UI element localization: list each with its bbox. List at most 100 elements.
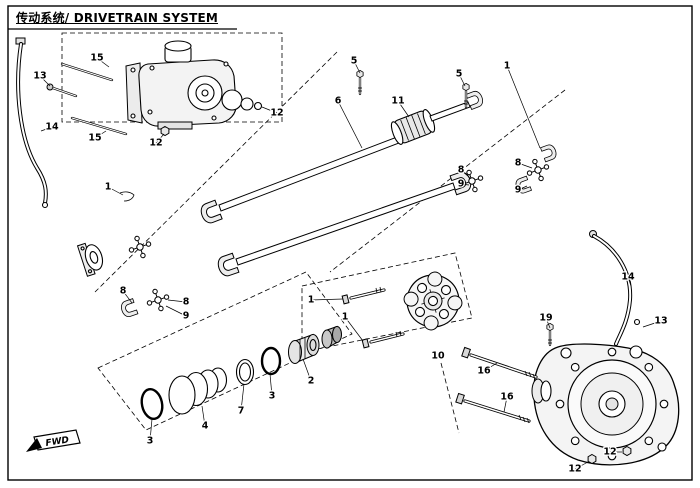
callout-leader (39, 75, 51, 87)
part-callout-15: 15 (90, 53, 103, 64)
callout-leader (269, 373, 273, 397)
callout-leader (574, 461, 589, 470)
stud-bolt (46, 62, 128, 136)
small-bolts (356, 70, 554, 347)
part-callout-9: 9 (458, 179, 465, 190)
gearcase-bolts (455, 346, 538, 424)
yoke (540, 142, 559, 163)
part-callout-1: 1 (342, 312, 349, 323)
nut (160, 126, 170, 136)
gearbox-plate (125, 62, 143, 124)
u-joint-spider (143, 285, 173, 315)
callout-leader (167, 299, 187, 303)
page-border (7, 5, 693, 481)
drive-flange (403, 271, 463, 331)
part-callout-8: 8 (183, 297, 190, 308)
callout-leader (460, 183, 470, 186)
flange-boundary (301, 252, 473, 353)
callout-leader (460, 169, 471, 179)
part-callout-9: 9 (183, 311, 190, 322)
part-callout-16: 16 (477, 366, 491, 377)
callout-leader (149, 418, 153, 442)
callout-leader (517, 185, 528, 191)
callout-leader (458, 73, 466, 87)
part-callout-13: 13 (654, 316, 667, 327)
flange-bolts (341, 286, 405, 349)
part-callout-14: 14 (45, 122, 59, 133)
part-callout-16: 16 (500, 392, 514, 403)
callout-leader (310, 298, 344, 301)
part-callout-12: 12 (603, 447, 616, 458)
part-callout-6: 6 (335, 96, 342, 107)
part-callout-8: 8 (458, 165, 465, 176)
part-callout-8: 8 (120, 286, 127, 297)
part-callout-13: 13 (33, 71, 46, 82)
callout-leader (107, 186, 124, 196)
callout-leader (506, 65, 541, 149)
callout-leader (165, 305, 187, 317)
u-joint-front (76, 232, 173, 319)
callout-leader (483, 362, 498, 372)
callout-leader (397, 100, 410, 118)
part-callout-14: 14 (621, 272, 635, 283)
part-callout-9: 9 (515, 185, 522, 196)
part-callout-1: 1 (504, 61, 511, 72)
callout-leader (94, 130, 107, 139)
splined-coupler (321, 325, 342, 349)
cover-bolts (555, 347, 669, 461)
callout-leader (155, 133, 165, 144)
callout-leader (344, 316, 364, 342)
vent-hose-right (589, 230, 641, 346)
cv-parts-boundary (97, 271, 353, 431)
gearcase-leader (440, 362, 460, 434)
retainer-clip (119, 191, 135, 202)
cv-boot (168, 367, 228, 415)
callout-leader (337, 100, 363, 149)
part-callout-1: 1 (105, 182, 112, 193)
fwd-marker: FWD (26, 429, 81, 452)
callout-leader (261, 106, 278, 114)
part-callout-12: 12 (149, 138, 162, 149)
part-callout-2: 2 (308, 376, 315, 387)
callout-leader (517, 162, 533, 169)
cv-boot-parts (140, 325, 342, 421)
callout-leader (503, 396, 508, 413)
part-callout-5: 5 (456, 69, 463, 80)
callout-leader (545, 317, 551, 329)
shaft-tube (235, 182, 456, 266)
cv-coupling (390, 109, 436, 145)
callout-leader (201, 405, 206, 427)
splined-sleeve (288, 333, 320, 364)
shaft-tube (218, 136, 400, 212)
callout-leader (40, 126, 53, 132)
part-callout-4: 4 (202, 421, 209, 432)
part-callout-11: 11 (391, 96, 404, 107)
part-callout-7: 7 (238, 406, 245, 417)
yoke (119, 298, 139, 319)
part-callout-10: 10 (431, 351, 445, 362)
part-callout-3: 3 (147, 436, 154, 447)
gearbox-body (138, 59, 237, 127)
rear-gearcase (531, 343, 680, 466)
hose-clamp (633, 318, 641, 326)
prop-shaft-rear (198, 89, 486, 226)
drain-nut (587, 454, 597, 464)
part-callout-12: 12 (270, 108, 283, 119)
callout-leader (240, 383, 245, 412)
yoke (215, 252, 240, 279)
callout-leader (642, 320, 662, 328)
prop-shaft-front (215, 166, 487, 279)
part-callout-8: 8 (515, 158, 522, 169)
part-callout-5: 5 (351, 56, 358, 67)
part-callout-12: 12 (568, 464, 581, 475)
yoke (198, 199, 223, 226)
callout-leader (96, 57, 110, 68)
nut (253, 101, 263, 111)
part-callout-1: 1 (308, 295, 315, 306)
callout-leader (302, 358, 312, 382)
assembly-boundaries (61, 32, 566, 434)
drain-nut (622, 446, 632, 456)
page-title: 传动系统/ DRIVETRAIN SYSTEM (16, 11, 219, 25)
